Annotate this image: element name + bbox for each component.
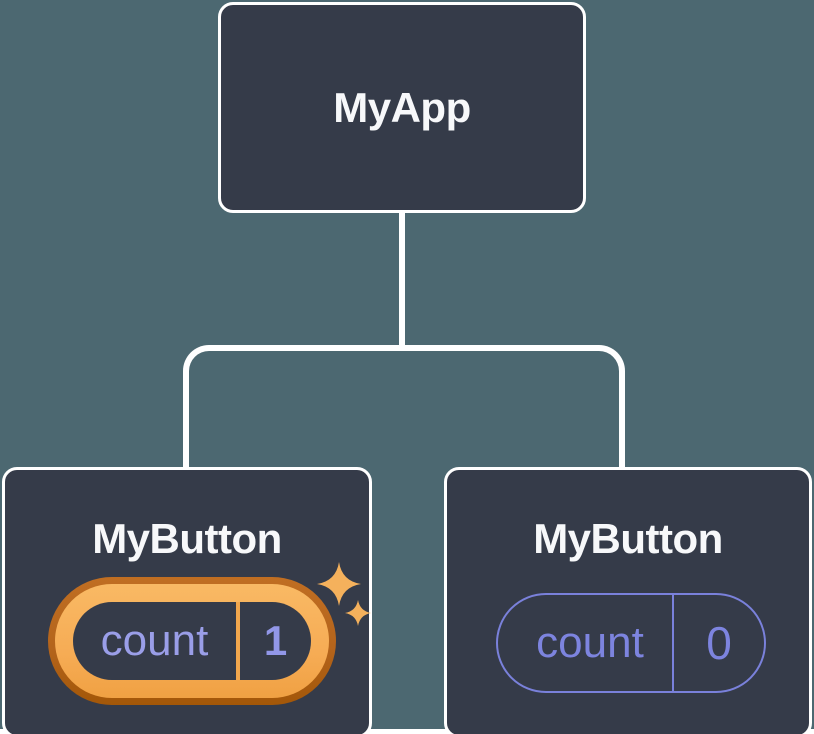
pill-divider (672, 595, 674, 691)
pill-divider (236, 602, 240, 680)
state-name-cell: count (73, 616, 236, 666)
state-pill: count 0 (496, 593, 766, 693)
child-node-label: MyButton (92, 515, 282, 562)
root-node: MyApp (218, 2, 586, 213)
sparkles-icon (317, 562, 371, 626)
connector-stem (399, 209, 405, 349)
state-pill-highlight-outer: count 1 (48, 577, 336, 705)
state-pill: count 1 (73, 602, 311, 680)
child-node-label: MyButton (533, 515, 723, 562)
root-node-label: MyApp (333, 83, 471, 131)
state-value: 1 (263, 617, 288, 664)
state-value-cell: 1 (240, 617, 311, 665)
state-value: 0 (706, 617, 732, 669)
child-node: MyButton count 0 (444, 467, 812, 734)
child-node-highlighted: MyButton count 1 (2, 467, 372, 734)
state-name-label: count (536, 618, 644, 667)
state-pill-highlight-ring: count 1 (55, 584, 329, 698)
connector-bracket (183, 345, 625, 467)
state-name-label: count (100, 616, 209, 665)
state-name-cell: count (498, 618, 672, 668)
sparkle-small (345, 600, 371, 626)
sparkle-large (317, 562, 361, 606)
state-value-cell: 0 (674, 616, 764, 670)
